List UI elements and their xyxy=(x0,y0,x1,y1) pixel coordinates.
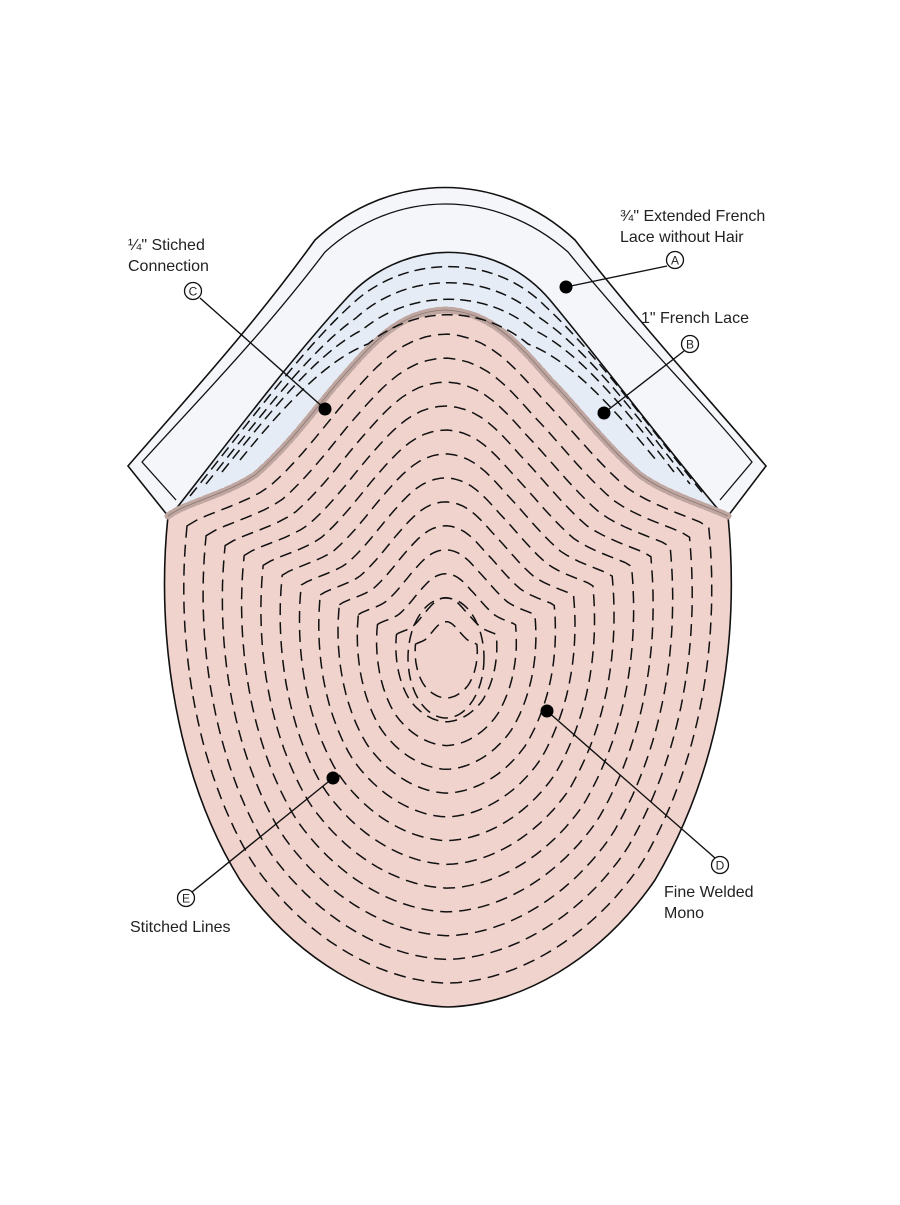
extended-lace-inner-edge xyxy=(141,203,753,501)
marker-d-letter: D xyxy=(716,859,725,873)
leader-line-b xyxy=(603,350,685,414)
french-lace-stitch-lines xyxy=(189,265,706,497)
leader-line-d xyxy=(546,710,716,859)
marker-b-letter: B xyxy=(686,338,694,352)
marker-c: C xyxy=(183,281,203,301)
anchor-dot-c xyxy=(318,402,332,416)
stitched-line xyxy=(240,405,654,913)
lace-stitch-line xyxy=(205,282,691,485)
stitched-line xyxy=(183,333,713,984)
leader-line-e xyxy=(191,777,334,893)
label-a-line-1: ¾" Extended French xyxy=(620,208,765,225)
lace-stitch-line xyxy=(189,265,706,497)
crown-stitch-oval xyxy=(407,597,485,719)
marker-e-letter: E xyxy=(182,892,190,906)
anchor-dot-a xyxy=(559,280,573,294)
stitched-line xyxy=(356,549,537,771)
anchor-dot-e xyxy=(326,771,340,785)
stitched-line xyxy=(337,525,557,794)
label-d-line-1: Fine Welded xyxy=(664,884,754,901)
marker-c-letter: C xyxy=(189,285,198,299)
leader-line-c xyxy=(199,297,326,410)
stitched-lines-group xyxy=(183,333,713,984)
marker-a-letter: A xyxy=(671,254,679,268)
stitched-line xyxy=(414,620,479,699)
marker-a: A xyxy=(665,250,685,270)
stitched-line xyxy=(221,381,674,937)
label-e-line-1: Stitched Lines xyxy=(130,919,231,936)
label-b-line-1: 1" French Lace xyxy=(641,310,749,327)
lace-stitch-line xyxy=(239,314,657,461)
stitched-line xyxy=(318,501,576,818)
lace-stitch-line xyxy=(221,298,675,473)
label-a-line-2: Lace without Hair xyxy=(620,229,744,246)
stitched-connection-inner xyxy=(167,309,729,517)
leader-line-a xyxy=(565,265,668,288)
marker-b: B xyxy=(680,334,700,354)
anchor-dot-d xyxy=(540,704,554,718)
label-d-line-2: Mono xyxy=(664,905,704,922)
anchor-dot-b xyxy=(597,406,611,420)
label-c-line-1: ¼" Stiched xyxy=(128,237,205,254)
label-c-line-2: Connection xyxy=(128,258,209,275)
marker-e: E xyxy=(176,888,196,908)
stitched-line xyxy=(375,572,518,747)
stitched-line xyxy=(279,453,615,866)
marker-d: D xyxy=(710,855,730,875)
stitched-line xyxy=(202,357,693,961)
stitched-line xyxy=(260,429,635,889)
